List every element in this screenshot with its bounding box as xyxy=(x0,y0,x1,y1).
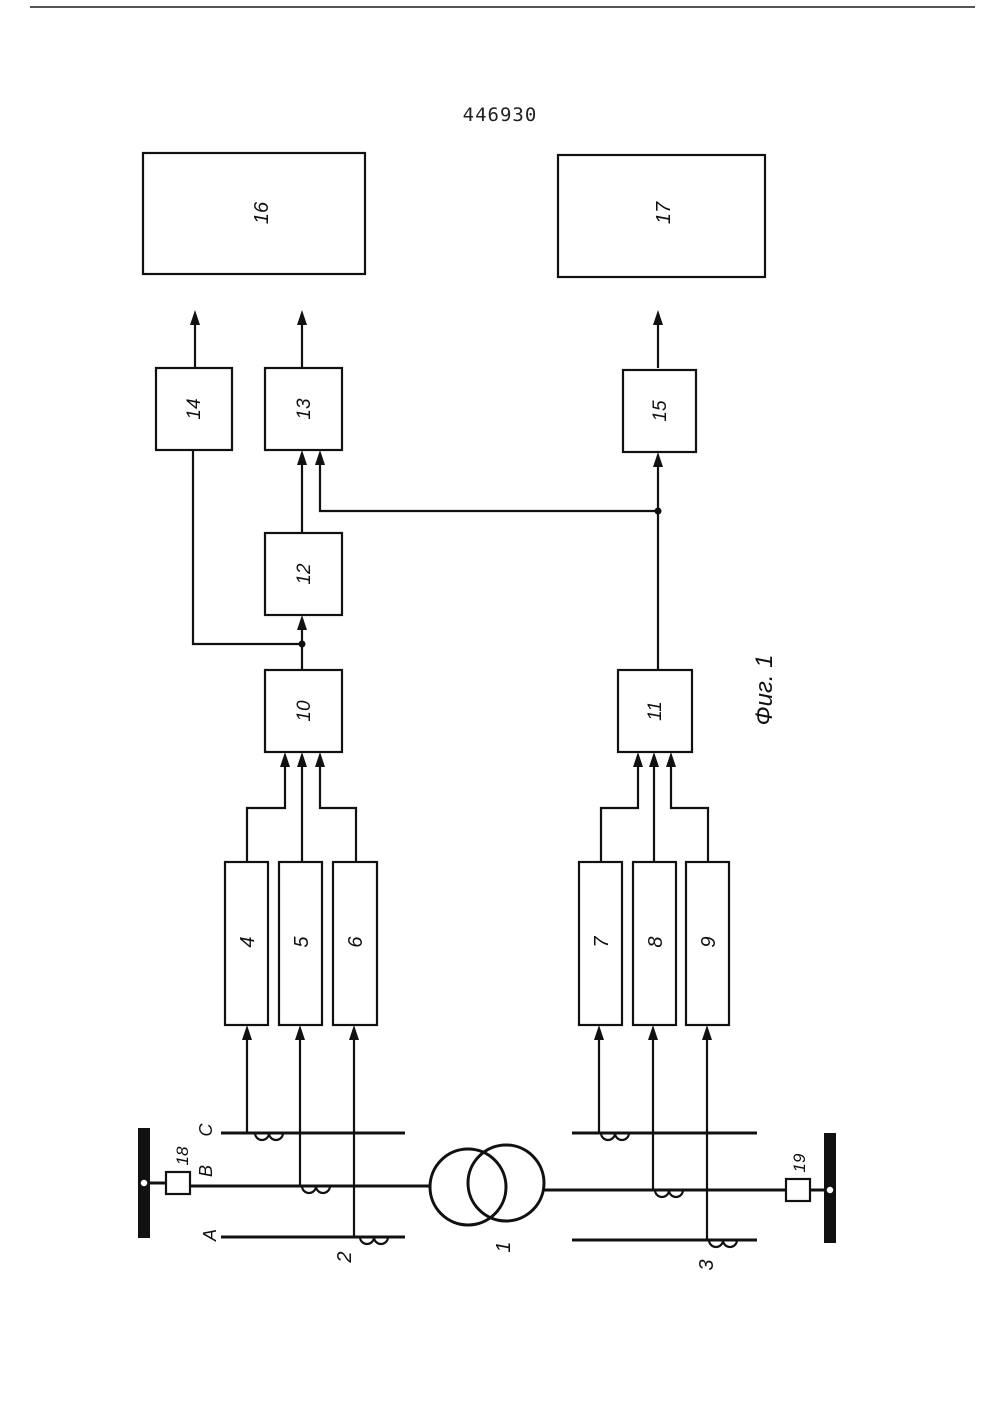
inputs-block-11 xyxy=(601,752,708,862)
block-16-label: 16 xyxy=(251,201,273,224)
switch-19: 19 xyxy=(786,1153,810,1201)
block-11: 11 xyxy=(618,670,692,752)
block-4: 4 xyxy=(225,862,268,1025)
switch-18: 18 xyxy=(166,1146,192,1194)
block-17-label: 17 xyxy=(653,201,675,224)
phase-lines-left: C B A xyxy=(190,1123,430,1243)
transformer-1: 1 xyxy=(430,1145,544,1253)
block-9: 9 xyxy=(686,862,729,1025)
switch-18-label: 18 xyxy=(173,1146,192,1165)
block-8: 8 xyxy=(633,862,676,1025)
phase-b-label: B xyxy=(196,1165,216,1177)
block-7-label: 7 xyxy=(591,936,613,948)
left-busbar xyxy=(138,1128,166,1238)
ct-group-3: 3 xyxy=(601,1133,737,1271)
block-13: 13 xyxy=(265,368,342,450)
block-15-label: 15 xyxy=(650,400,671,422)
block-16: 16 xyxy=(143,153,365,274)
block-15: 15 xyxy=(623,370,696,452)
block-7: 7 xyxy=(579,862,622,1025)
phase-lines-right xyxy=(544,1133,786,1240)
block-12-label: 12 xyxy=(294,563,315,585)
block-6-label: 6 xyxy=(345,936,367,948)
block-4-label: 4 xyxy=(237,936,259,947)
phase-a-label: A xyxy=(200,1229,220,1242)
block-10-label: 10 xyxy=(294,700,315,722)
block-5: 5 xyxy=(279,862,322,1025)
output-arrows xyxy=(190,310,663,368)
switch-19-label: 19 xyxy=(790,1153,809,1172)
block-14-label: 14 xyxy=(184,398,205,419)
transformer-1-label: 1 xyxy=(493,1241,515,1252)
ct-2-label: 2 xyxy=(334,1251,356,1263)
block-12: 12 xyxy=(265,533,342,615)
figure-caption: Фиг. 1 xyxy=(751,655,778,726)
block-14: 14 xyxy=(156,368,232,450)
phase-c-label: C xyxy=(196,1123,216,1137)
block-5-label: 5 xyxy=(291,936,313,948)
block-6: 6 xyxy=(333,862,377,1025)
block-9-label: 9 xyxy=(698,936,720,947)
inputs-block-10 xyxy=(247,752,356,862)
block-10: 10 xyxy=(265,670,342,752)
ct-3-label: 3 xyxy=(696,1259,718,1270)
block-11-label: 11 xyxy=(645,701,666,721)
block-17: 17 xyxy=(558,155,765,277)
block-13-label: 13 xyxy=(294,398,315,420)
block-8-label: 8 xyxy=(645,936,667,947)
signal-lines xyxy=(193,450,663,670)
ct-group-2: 2 xyxy=(255,1133,388,1264)
right-busbar xyxy=(810,1133,836,1243)
